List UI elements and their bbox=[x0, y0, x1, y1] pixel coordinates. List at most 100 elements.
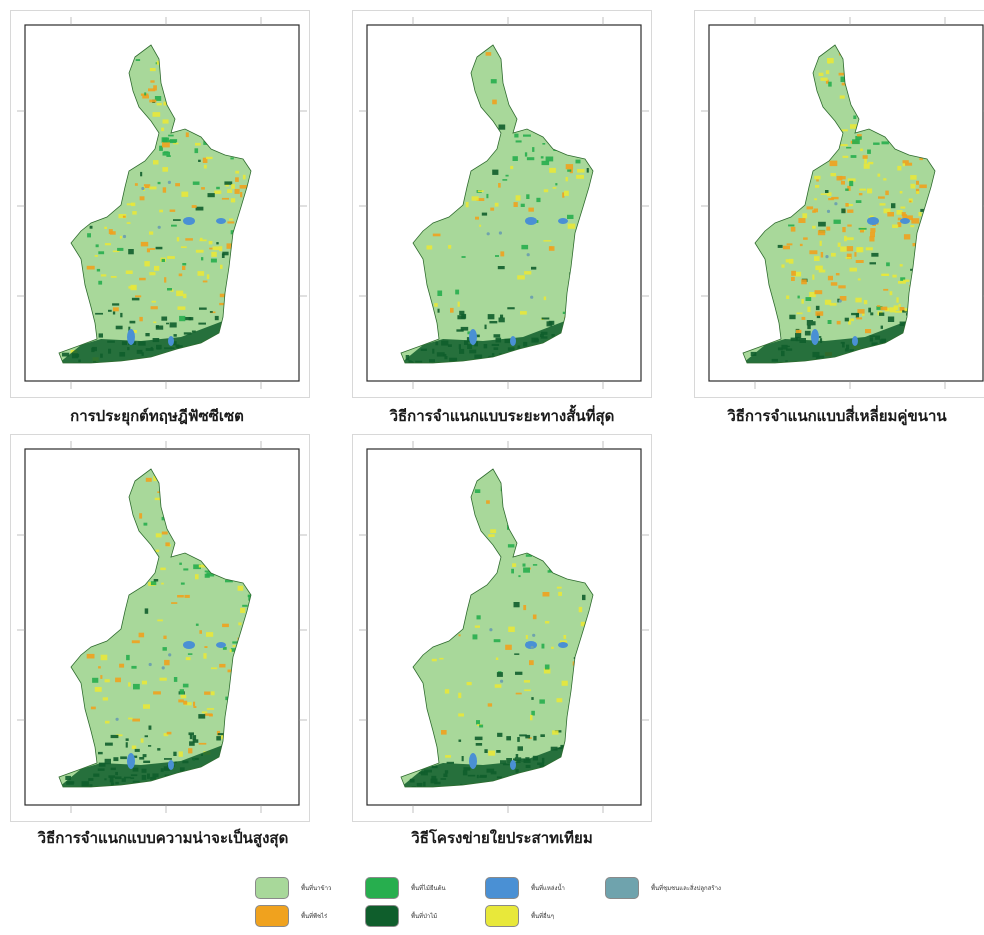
land-cover-patch bbox=[903, 234, 911, 240]
land-cover-patch bbox=[206, 572, 215, 577]
land-cover-patch bbox=[199, 237, 203, 241]
land-cover-patch bbox=[847, 224, 852, 227]
land-cover-patch bbox=[849, 267, 857, 272]
land-cover-patch bbox=[497, 266, 505, 270]
land-cover-patch bbox=[505, 174, 509, 177]
land-cover-patch bbox=[62, 352, 70, 357]
land-cover-patch bbox=[500, 314, 504, 319]
land-cover-patch bbox=[222, 646, 227, 650]
land-cover-patch bbox=[135, 59, 141, 61]
land-cover-patch bbox=[564, 190, 569, 196]
land-cover-patch bbox=[239, 185, 247, 189]
land-cover-patch bbox=[827, 58, 834, 64]
land-cover-patch bbox=[210, 258, 217, 263]
water-body bbox=[216, 642, 226, 648]
land-cover-patch bbox=[126, 654, 130, 661]
land-cover-patch bbox=[216, 730, 221, 736]
land-cover-patch bbox=[827, 275, 833, 281]
land-cover-patch bbox=[169, 140, 177, 144]
water-body bbox=[510, 760, 516, 770]
land-cover-patch bbox=[858, 227, 867, 230]
land-cover-patch bbox=[198, 322, 206, 325]
land-cover-patch bbox=[878, 196, 885, 199]
land-cover-patch bbox=[508, 626, 515, 632]
water-body bbox=[558, 642, 568, 648]
land-cover-patch bbox=[188, 748, 193, 754]
land-cover-patch bbox=[896, 210, 903, 215]
land-cover-patch bbox=[230, 157, 234, 160]
land-cover-patch bbox=[855, 200, 862, 203]
land-cover-patch bbox=[132, 211, 137, 215]
land-cover-patch bbox=[201, 257, 204, 261]
land-cover-patch bbox=[795, 329, 802, 334]
land-cover-patch bbox=[131, 665, 137, 669]
land-cover-patch bbox=[513, 602, 520, 608]
land-cover-patch bbox=[910, 175, 917, 180]
land-cover-patch bbox=[813, 208, 818, 213]
land-cover-patch bbox=[189, 734, 193, 740]
land-cover-patch bbox=[132, 718, 140, 722]
water-body bbox=[127, 753, 135, 769]
land-cover-patch bbox=[162, 119, 169, 124]
land-cover-patch bbox=[450, 307, 454, 313]
land-cover-patch bbox=[523, 134, 531, 137]
land-cover-patch bbox=[578, 606, 583, 613]
land-cover-patch bbox=[525, 734, 531, 739]
land-cover-patch bbox=[225, 579, 233, 583]
land-cover-patch bbox=[807, 306, 811, 312]
land-cover-patch bbox=[238, 622, 242, 626]
land-cover-patch bbox=[817, 336, 822, 338]
land-cover-patch bbox=[476, 720, 480, 725]
land-cover-patch bbox=[513, 202, 518, 207]
land-cover-patch bbox=[540, 156, 544, 159]
land-cover-patch bbox=[154, 497, 160, 501]
land-cover-patch bbox=[108, 309, 112, 312]
land-cover-patch bbox=[826, 226, 831, 231]
land-cover-patch bbox=[177, 306, 186, 310]
land-cover-patch bbox=[210, 691, 215, 696]
land-cover-patch bbox=[562, 192, 565, 198]
map-figure bbox=[359, 17, 649, 389]
land-cover-patch bbox=[839, 176, 846, 180]
land-cover-patch bbox=[485, 52, 492, 56]
land-cover-patch bbox=[115, 734, 123, 737]
land-cover-patch bbox=[786, 243, 793, 246]
land-cover-patch bbox=[524, 271, 532, 275]
water-body bbox=[852, 336, 858, 346]
land-cover-patch bbox=[189, 741, 195, 746]
land-cover-patch bbox=[500, 760, 507, 764]
land-cover-patch bbox=[179, 562, 182, 565]
land-cover-patch bbox=[173, 751, 177, 756]
land-cover-patch bbox=[543, 240, 552, 242]
land-cover-patch bbox=[528, 207, 534, 212]
map-frame bbox=[24, 448, 300, 806]
land-cover-patch bbox=[511, 568, 514, 574]
legend-item: พื้นที่ไม้ยืนต้น bbox=[365, 876, 446, 900]
map-legend: พื้นที่นาข้าว พื้นที่ไม้ยืนต้น พื้นที่แห… bbox=[255, 873, 815, 929]
land-cover-patch bbox=[541, 160, 550, 166]
land-cover-patch bbox=[912, 243, 918, 247]
land-cover-patch bbox=[577, 169, 585, 173]
land-cover-patch bbox=[831, 252, 836, 257]
land-cover-patch bbox=[128, 682, 131, 687]
land-cover-patch bbox=[219, 246, 223, 252]
land-cover-patch bbox=[782, 245, 790, 250]
land-cover-patch bbox=[520, 203, 525, 207]
land-cover-patch bbox=[517, 746, 523, 751]
land-cover-patch bbox=[466, 682, 472, 686]
land-cover-patch bbox=[125, 738, 129, 741]
land-cover-patch bbox=[221, 735, 227, 740]
land-cover-patch bbox=[155, 325, 159, 328]
land-cover-patch bbox=[163, 635, 167, 639]
land-cover-patch bbox=[490, 529, 497, 534]
land-cover-patch bbox=[525, 635, 528, 640]
land-cover-patch bbox=[191, 330, 196, 333]
land-cover-patch bbox=[899, 264, 903, 267]
land-cover-patch bbox=[96, 268, 101, 272]
land-cover-patch bbox=[825, 70, 830, 75]
land-cover-patch bbox=[516, 759, 521, 763]
land-cover-patch bbox=[104, 226, 107, 229]
land-cover-patch bbox=[857, 309, 865, 314]
land-cover-patch bbox=[567, 169, 572, 172]
land-cover-patch bbox=[870, 228, 876, 233]
